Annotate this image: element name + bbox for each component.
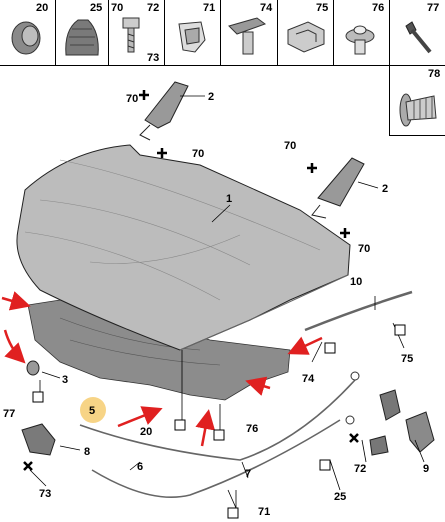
part-cell-20[interactable]: 20: [0, 0, 56, 66]
callout-5: 5: [89, 405, 95, 417]
callout-73: 73: [39, 488, 51, 500]
reference-boxes: [32, 324, 406, 519]
fastener-icon: [228, 17, 267, 55]
hinge-right: [317, 157, 365, 207]
callout-10: 10: [350, 276, 362, 288]
callout-70: 70: [192, 148, 204, 160]
callout-70: 70: [358, 243, 370, 255]
prop-rod: [304, 290, 413, 332]
callout-7: 7: [245, 468, 251, 480]
part-number: 70: [111, 2, 124, 14]
part-number: 76: [372, 2, 385, 14]
reference-crosses: [23, 90, 359, 471]
parts-strip: 20 25 70 72 73 71 74: [0, 0, 445, 66]
part-number: 75: [316, 2, 329, 14]
part-cell-75[interactable]: 75: [278, 0, 334, 66]
part-cell-78[interactable]: 78: [389, 66, 445, 136]
callout-3: 3: [62, 374, 68, 386]
part-number: 71: [203, 2, 216, 14]
callout-76: 76: [246, 423, 258, 435]
bolt-icon: [122, 17, 140, 53]
ribbed-clip-icon: [399, 93, 437, 127]
part-number: 74: [260, 2, 273, 14]
grommet-icon: [11, 21, 41, 55]
leader-lines: [29, 95, 425, 509]
callout-70: 70: [284, 140, 296, 152]
rivet-icon: [405, 21, 432, 54]
part-number: 73: [147, 52, 160, 64]
part-cell-70-72-73[interactable]: 70 72 73: [109, 0, 165, 66]
release-cable: [79, 379, 356, 461]
boot-icon: [65, 19, 99, 56]
part-number: 72: [147, 2, 160, 14]
clip-icon: [178, 21, 206, 53]
callouts: 1 2 2 3 5 6 7 8 9 10 20 25 70 70 70 70 7…: [3, 91, 429, 518]
part-cell-71[interactable]: 71: [165, 0, 221, 66]
callout-72: 72: [354, 463, 366, 475]
part-number: 78: [428, 68, 441, 80]
callout-74: 74: [302, 373, 315, 385]
latch: [21, 423, 56, 456]
bracket-clip-icon: [287, 21, 325, 53]
callout-25: 25: [334, 491, 346, 503]
latch-striker: [405, 411, 435, 453]
callout-75: 75: [401, 353, 413, 365]
part-number: 20: [36, 2, 49, 14]
callout-8: 8: [84, 446, 90, 458]
part-number: 25: [90, 2, 103, 14]
callout-20: 20: [140, 426, 152, 438]
callout-2: 2: [208, 91, 214, 103]
part-cell-77[interactable]: 77: [390, 0, 445, 66]
hood-panel: [16, 144, 351, 351]
callout-71: 71: [258, 506, 270, 518]
direction-arrows: [1, 291, 323, 447]
push-rivet-icon: [345, 25, 375, 55]
hinge-left: [144, 81, 189, 129]
callout-6: 6: [137, 461, 143, 473]
callout-9: 9: [423, 463, 429, 475]
hood-bumper: [26, 360, 40, 376]
callout-1: 1: [226, 193, 232, 205]
part-number: 77: [427, 2, 440, 14]
callout-77: 77: [3, 408, 15, 420]
part-cell-74[interactable]: 74: [221, 0, 278, 66]
callout-70: 70: [126, 93, 138, 105]
highlight-5: [80, 397, 106, 423]
part-cell-25[interactable]: 25: [56, 0, 109, 66]
callout-2: 2: [382, 183, 388, 195]
part-cell-76[interactable]: 76: [334, 0, 390, 66]
